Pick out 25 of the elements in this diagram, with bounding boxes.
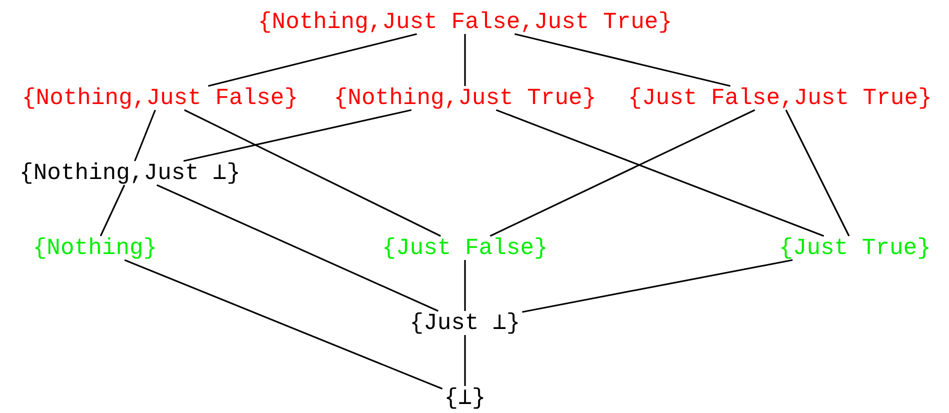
- connector-line: [514, 33, 730, 87]
- connector-line: [496, 109, 824, 237]
- connector-line: [490, 109, 756, 237]
- set-label: {Nothing,Just False}: [22, 84, 298, 112]
- set-label: {Nothing}: [32, 234, 158, 262]
- connector-line: [156, 184, 439, 312]
- set-label: {Just ⊥}: [410, 309, 520, 337]
- connector-line: [208, 33, 417, 87]
- connector-line: [183, 109, 412, 162]
- set-label: {Just False}: [382, 234, 548, 262]
- connector-line: [464, 260, 466, 311]
- set-label: {Just False,Just True}: [628, 84, 932, 112]
- connector-line: [184, 109, 441, 237]
- set-label: {Nothing,Just True}: [334, 84, 596, 112]
- set-label: {Nothing,Just False,Just True}: [258, 8, 672, 36]
- connector-line: [522, 259, 793, 313]
- set-label: {Nothing,Just ⊥}: [20, 159, 240, 187]
- connector-line: [124, 259, 443, 390]
- connector-line: [464, 34, 466, 86]
- connector-line: [785, 110, 850, 236]
- set-label: {⊥}: [444, 384, 486, 412]
- connector-line: [134, 110, 156, 162]
- set-label: {Just True}: [779, 234, 931, 262]
- connector-line: [464, 335, 466, 386]
- connector-line: [100, 184, 126, 236]
